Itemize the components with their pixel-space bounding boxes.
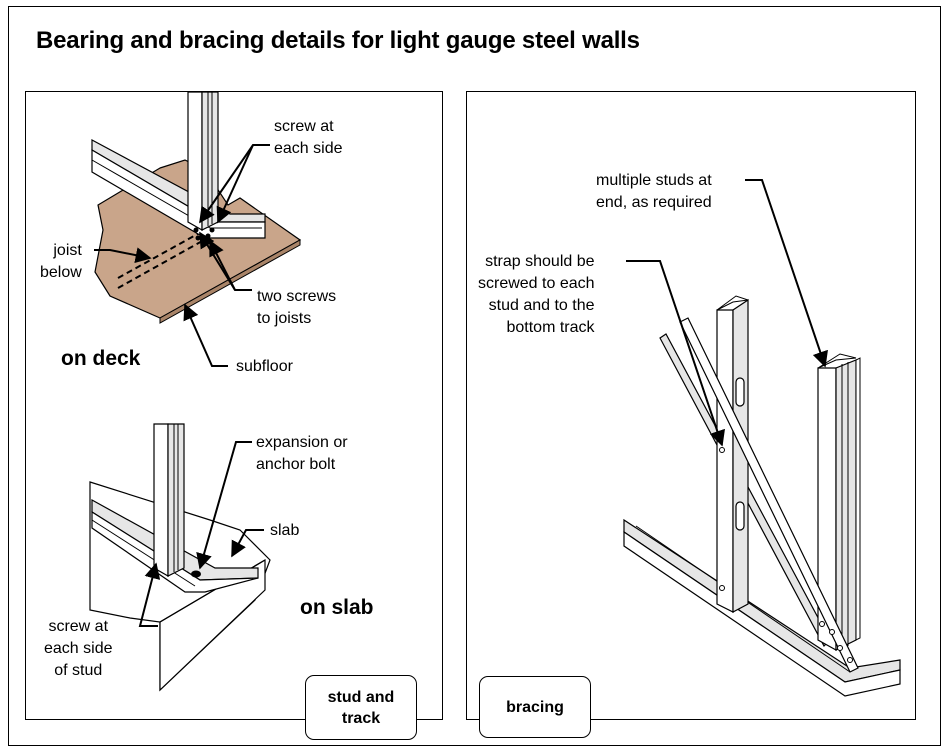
deck-screw-1 (193, 227, 199, 233)
label-joist-below: joist below (40, 242, 82, 281)
figure-title: Bearing and bracing details for light ga… (36, 27, 640, 54)
deck-screw-3 (195, 235, 201, 241)
heading-on-deck: on deck (61, 347, 141, 370)
label-strap: strap should be screwed to each stud and… (478, 253, 595, 336)
label-screw-side-of-stud: screw at each side of stud (44, 618, 113, 679)
heading-on-slab: on slab (300, 596, 374, 619)
stud-punchout-2 (735, 501, 745, 531)
strap-front (679, 317, 859, 673)
slab-stud (153, 423, 169, 578)
tab-stud-and-track[interactable]: stud and track (305, 675, 417, 740)
deck-stud (187, 91, 203, 232)
slab-illustration (89, 423, 271, 692)
anchor-bolt (191, 570, 201, 578)
label-slab: slab (270, 522, 300, 539)
joist-dash-2 (117, 225, 213, 279)
bracing-stud-left (716, 309, 734, 613)
bracing-leaders (626, 179, 828, 447)
tab-bracing[interactable]: bracing (479, 676, 591, 738)
slab-leaders (138, 441, 264, 627)
label-subfloor: subfloor (236, 358, 293, 375)
deck-leaders (94, 144, 270, 367)
stud-punchout-1 (735, 377, 745, 407)
deck-screw-4 (205, 233, 211, 239)
label-two-screws: two screws to joists (257, 288, 337, 327)
deck-screw-2 (209, 227, 215, 233)
label-expansion-bolt: expansion or anchor bolt (256, 434, 348, 473)
label-multiple-studs: multiple studs at end, as required (596, 172, 712, 211)
bracing-illustration (623, 295, 901, 697)
label-screw-each-side: screw at each side (274, 118, 343, 157)
